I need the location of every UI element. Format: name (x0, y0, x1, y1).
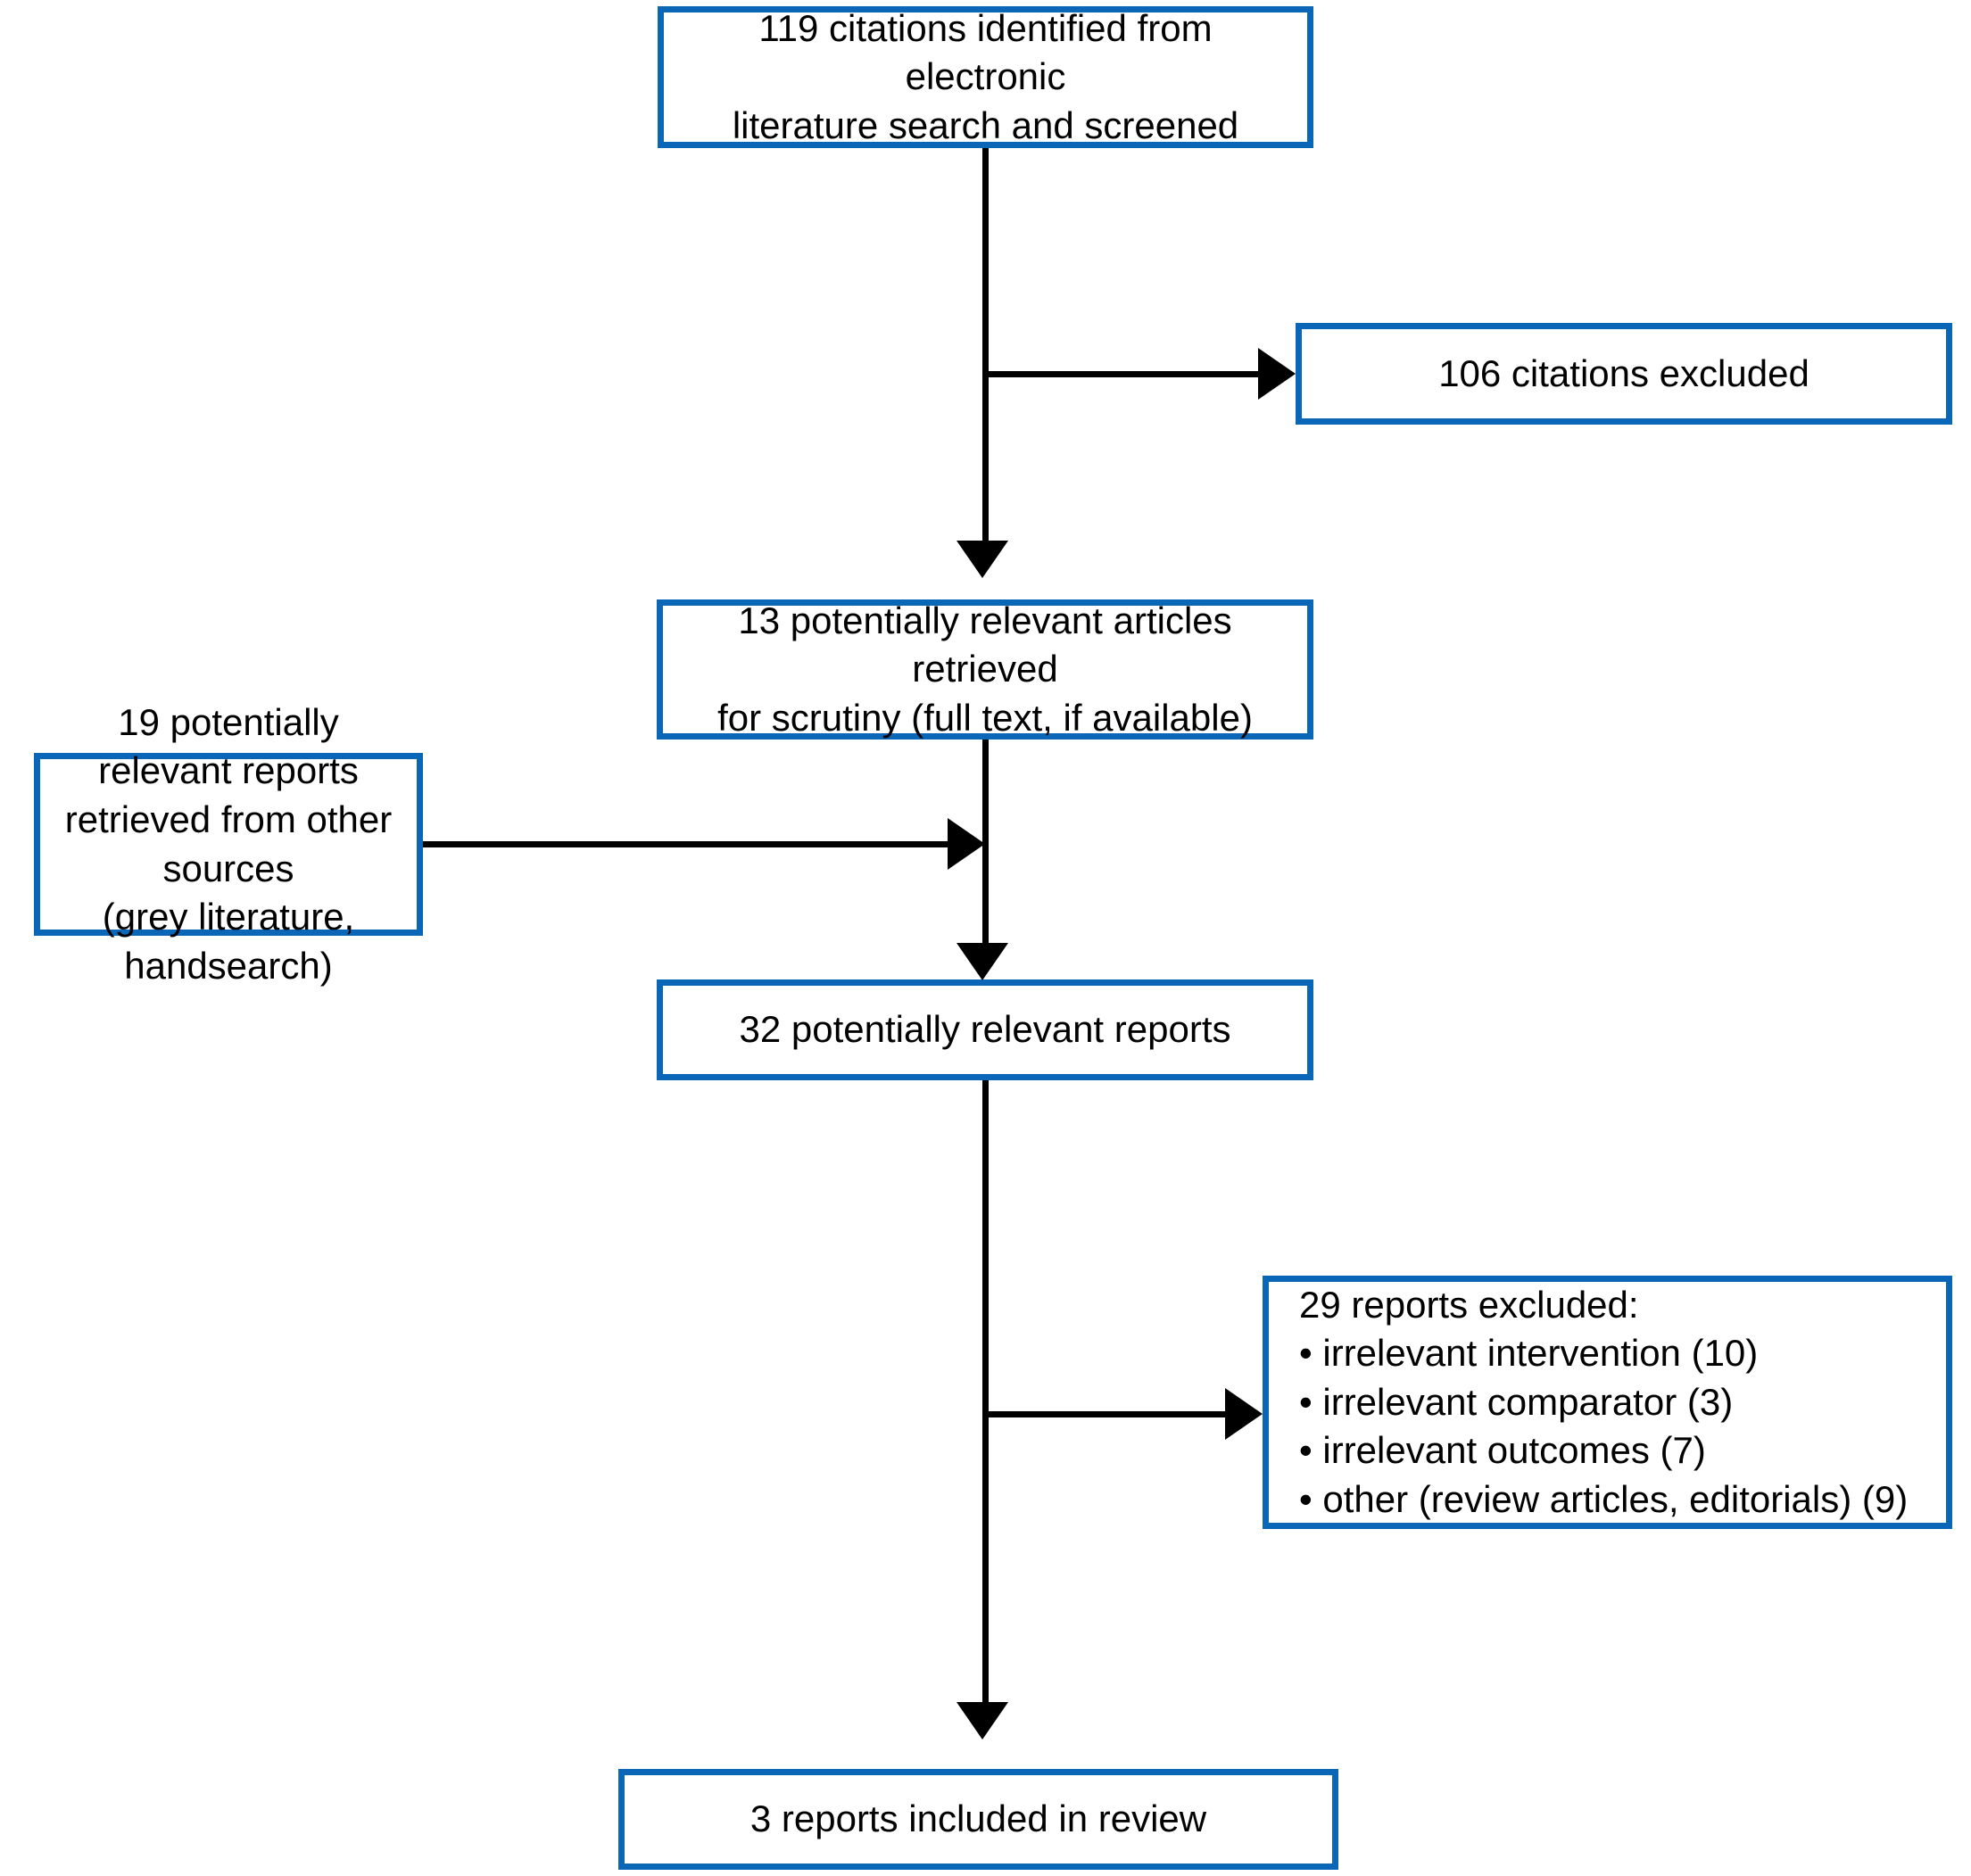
arrowhead-down-icon (957, 1702, 1008, 1740)
arrowhead-down-icon (957, 541, 1008, 578)
node-reports-included: 3 reports included in review (618, 1769, 1338, 1870)
node-reports-excluded: 29 reports excluded: • irrelevant interv… (1263, 1276, 1952, 1529)
arrowhead-right-icon (1225, 1388, 1263, 1440)
node-potentially-relevant-reports-label: 32 potentially relevant reports (739, 1008, 1231, 1051)
node-reports-included-label: 3 reports included in review (749, 1797, 1207, 1840)
connector-retrieved-to-reports (982, 740, 989, 943)
node-reports-other-sources-label: 19 potentially relevant reports retrieve… (64, 700, 393, 987)
arrowhead-down-icon (957, 943, 1008, 980)
node-citations-excluded-label: 106 citations excluded (1438, 351, 1810, 394)
node-potentially-relevant-reports: 32 potentially relevant reports (657, 979, 1313, 1080)
connector-other-sources-to-trunk (423, 841, 949, 847)
arrowhead-right-icon (1258, 348, 1296, 400)
node-articles-retrieved: 13 potentially relevant articles retriev… (657, 599, 1313, 740)
node-citations-excluded: 106 citations excluded (1296, 323, 1952, 425)
node-reports-excluded-label: 29 reports excluded: • irrelevant interv… (1299, 1283, 1909, 1520)
connector-to-reports-excluded (982, 1411, 1226, 1417)
node-citations-identified-label: 119 citations identified from electronic… (732, 6, 1239, 146)
arrowhead-right-icon (948, 818, 985, 870)
connector-reports-to-included (982, 1080, 989, 1702)
connector-identified-to-retrieved (982, 148, 989, 541)
node-citations-identified: 119 citations identified from electronic… (658, 6, 1313, 148)
node-reports-other-sources: 19 potentially relevant reports retrieve… (34, 701, 423, 987)
connector-to-citations-excluded (982, 371, 1259, 377)
node-articles-retrieved-label: 13 potentially relevant articles retriev… (717, 599, 1253, 739)
